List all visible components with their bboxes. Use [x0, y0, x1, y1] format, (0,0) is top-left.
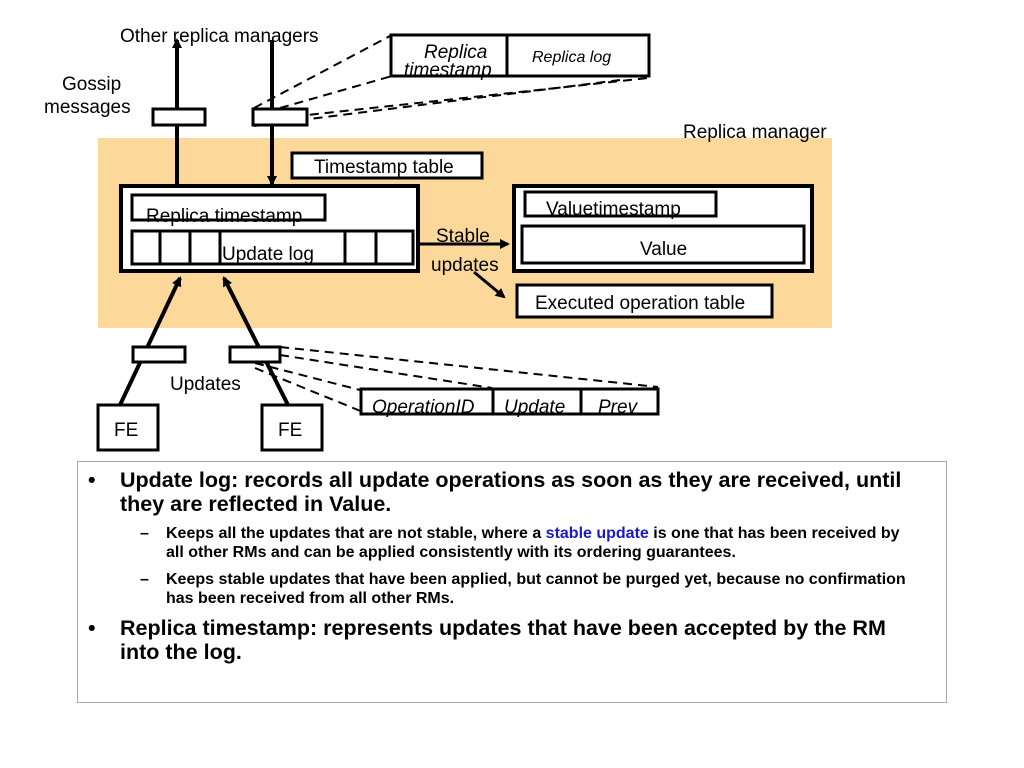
executed-table-box	[515, 283, 774, 319]
stable-arrow-executed	[473, 270, 506, 299]
gossip-label-2: messages	[44, 97, 131, 118]
gossip-architecture-diagram: Other replica managers Gossip messages R…	[44, 26, 832, 452]
update-log-cells	[158, 231, 378, 264]
bullet-text: Update log: records all update operation…	[120, 468, 902, 516]
sub-bullet-marker: –	[140, 571, 149, 588]
fe-right-box	[260, 403, 324, 452]
timestamp-table-box	[290, 151, 484, 180]
op-id-box	[359, 387, 495, 416]
replica-timestamp-label: Replica timestamp	[146, 206, 302, 227]
top-dashed-lines	[253, 35, 649, 127]
updates-label: Updates	[170, 374, 241, 395]
update-arrow-right	[222, 276, 290, 406]
replica-ts-top-label-2: timestamp	[404, 60, 492, 81]
sub-bullet-list: – Keeps all the updates that are not sta…	[120, 524, 916, 608]
update-arrow-left	[118, 276, 182, 406]
value-box	[520, 224, 806, 265]
replica-ts-top-box	[389, 33, 509, 78]
timestamp-table-label: Timestamp table	[314, 157, 454, 178]
op-update-label: Update	[504, 397, 565, 418]
bullet-list: • Update log: records all update operati…	[78, 468, 946, 664]
sub-bullet-purge: – Keeps stable updates that have been ap…	[120, 570, 916, 608]
bullet-marker: •	[88, 616, 96, 640]
sub-bullet-text: Keeps stable updates that have been appl…	[166, 571, 906, 607]
op-prev-box	[579, 387, 660, 416]
replica-log-box	[505, 33, 651, 78]
replica-timestamp-box	[130, 193, 327, 222]
update-log-label: Update log	[222, 244, 314, 265]
bullet-text: Replica timestamp: represents updates th…	[120, 616, 886, 664]
other-rm-label: Other replica managers	[120, 26, 319, 47]
gossip-label-1: Gossip	[62, 74, 121, 95]
stable-label-2: updates	[431, 255, 499, 276]
bullet-marker: •	[88, 468, 96, 492]
sub-bullet-text-after: is one that has been received by all oth…	[166, 525, 900, 561]
update-log-box	[130, 229, 415, 266]
gossip-box-right	[251, 107, 309, 127]
bullet-update-log: • Update log: records all update operati…	[78, 468, 946, 608]
op-prev-label: Prev	[598, 397, 639, 418]
fe-left-box	[96, 403, 160, 452]
sub-bullet-marker: –	[140, 525, 149, 542]
value-timestamp-box	[523, 190, 718, 218]
replica-ts-top-label-1: Replica	[424, 42, 487, 63]
sub-bullet-text-before: Keeps all the updates that are not stabl…	[166, 525, 546, 542]
op-id-label: OperationID	[372, 397, 475, 418]
gossip-box-left	[151, 107, 207, 127]
update-box-right	[228, 345, 282, 364]
update-box-left	[131, 345, 187, 364]
bullet-replica-timestamp: • Replica timestamp: represents updates …	[78, 616, 946, 664]
notes-textbox: • Update log: records all update operati…	[77, 461, 947, 703]
value-timestamp-label: Valuetimestamp	[546, 199, 681, 220]
stable-update-highlight: stable update	[545, 525, 649, 542]
executed-table-label: Executed operation table	[535, 293, 745, 314]
sub-bullet-stable: – Keeps all the updates that are not sta…	[120, 524, 916, 562]
value-label: Value	[640, 239, 687, 260]
fe-left-label: FE	[114, 420, 138, 441]
stable-label-1: Stable	[436, 226, 490, 247]
replica-manager-label: Replica manager	[683, 122, 827, 143]
op-update-box	[491, 387, 583, 416]
replica-log-label: Replica log	[532, 49, 611, 66]
fe-right-label: FE	[278, 420, 302, 441]
